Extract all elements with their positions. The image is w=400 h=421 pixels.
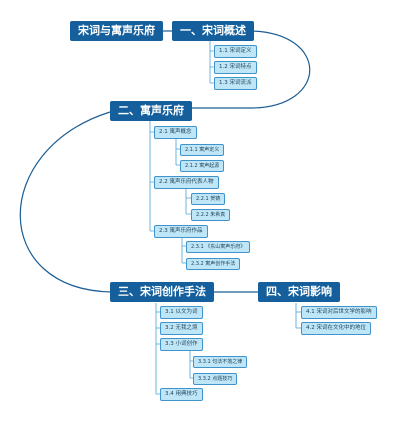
topic2-subitem[interactable]: 2.3.2 寓声创作手法 <box>186 258 241 270</box>
topic2-subitem[interactable]: 2.2.1 贺铸 <box>191 193 226 205</box>
connector-2-3-items <box>181 237 186 264</box>
topic2-item[interactable]: 2.1 寓声概念 <box>154 126 197 139</box>
topic2-subitem[interactable]: 2.3.1 《东山寓声乐府》 <box>186 241 251 253</box>
connector-topic1-topic2 <box>190 30 311 109</box>
topic2-subitem[interactable]: 2.2.2 朱希真 <box>191 209 231 221</box>
connector-topic2-items <box>149 119 154 232</box>
connector-topic3-items <box>155 303 160 395</box>
topic3-subitem[interactable]: 3.3.2 点题技巧 <box>193 373 238 385</box>
topic3-item[interactable]: 3.1 以文为词 <box>160 306 203 319</box>
connector-2-2-items <box>185 188 191 215</box>
topic4-item[interactable]: 4.1 宋词对后世文学的影响 <box>301 306 377 319</box>
topic2-item[interactable]: 2.2 寓声乐府代表人物 <box>154 176 219 189</box>
topic3-node[interactable]: 三、宋词创作手法 <box>110 282 214 302</box>
connector-2-1-items <box>175 138 180 166</box>
topic3-item[interactable]: 3.2 无我之境 <box>160 322 203 335</box>
connector-topic2-topic3 <box>19 111 113 293</box>
connector-3-3-items <box>189 350 193 379</box>
topic2-subitem[interactable]: 2.1.2 寓声起源 <box>180 160 225 172</box>
topic3-subitem[interactable]: 3.3.1 句法不落之律 <box>193 356 248 368</box>
topic2-item[interactable]: 2.3 寓声乐府作品 <box>154 225 208 238</box>
root-node[interactable]: 宋词与寓声乐府 <box>70 21 163 41</box>
topic3-item[interactable]: 3.4 用典技巧 <box>160 388 203 401</box>
topic2-subitem[interactable]: 2.1.1 寓声定义 <box>180 144 225 156</box>
topic2-node[interactable]: 二、寓声乐府 <box>110 101 192 121</box>
connector-topic4-items <box>295 303 301 329</box>
topic1-item[interactable]: 1.2 宋词特点 <box>214 61 257 74</box>
topic3-item[interactable]: 3.3 小词创作 <box>160 338 203 351</box>
topic1-node[interactable]: 一、宋词概述 <box>172 21 254 41</box>
connector-topic1-items <box>209 41 214 84</box>
topic4-node[interactable]: 四、宋词影响 <box>258 282 340 302</box>
topic1-item[interactable]: 1.1 宋词定义 <box>214 45 257 58</box>
topic1-item[interactable]: 1.3 宋词流派 <box>214 77 257 90</box>
topic4-item[interactable]: 4.2 宋词在文化中的地位 <box>301 322 371 335</box>
